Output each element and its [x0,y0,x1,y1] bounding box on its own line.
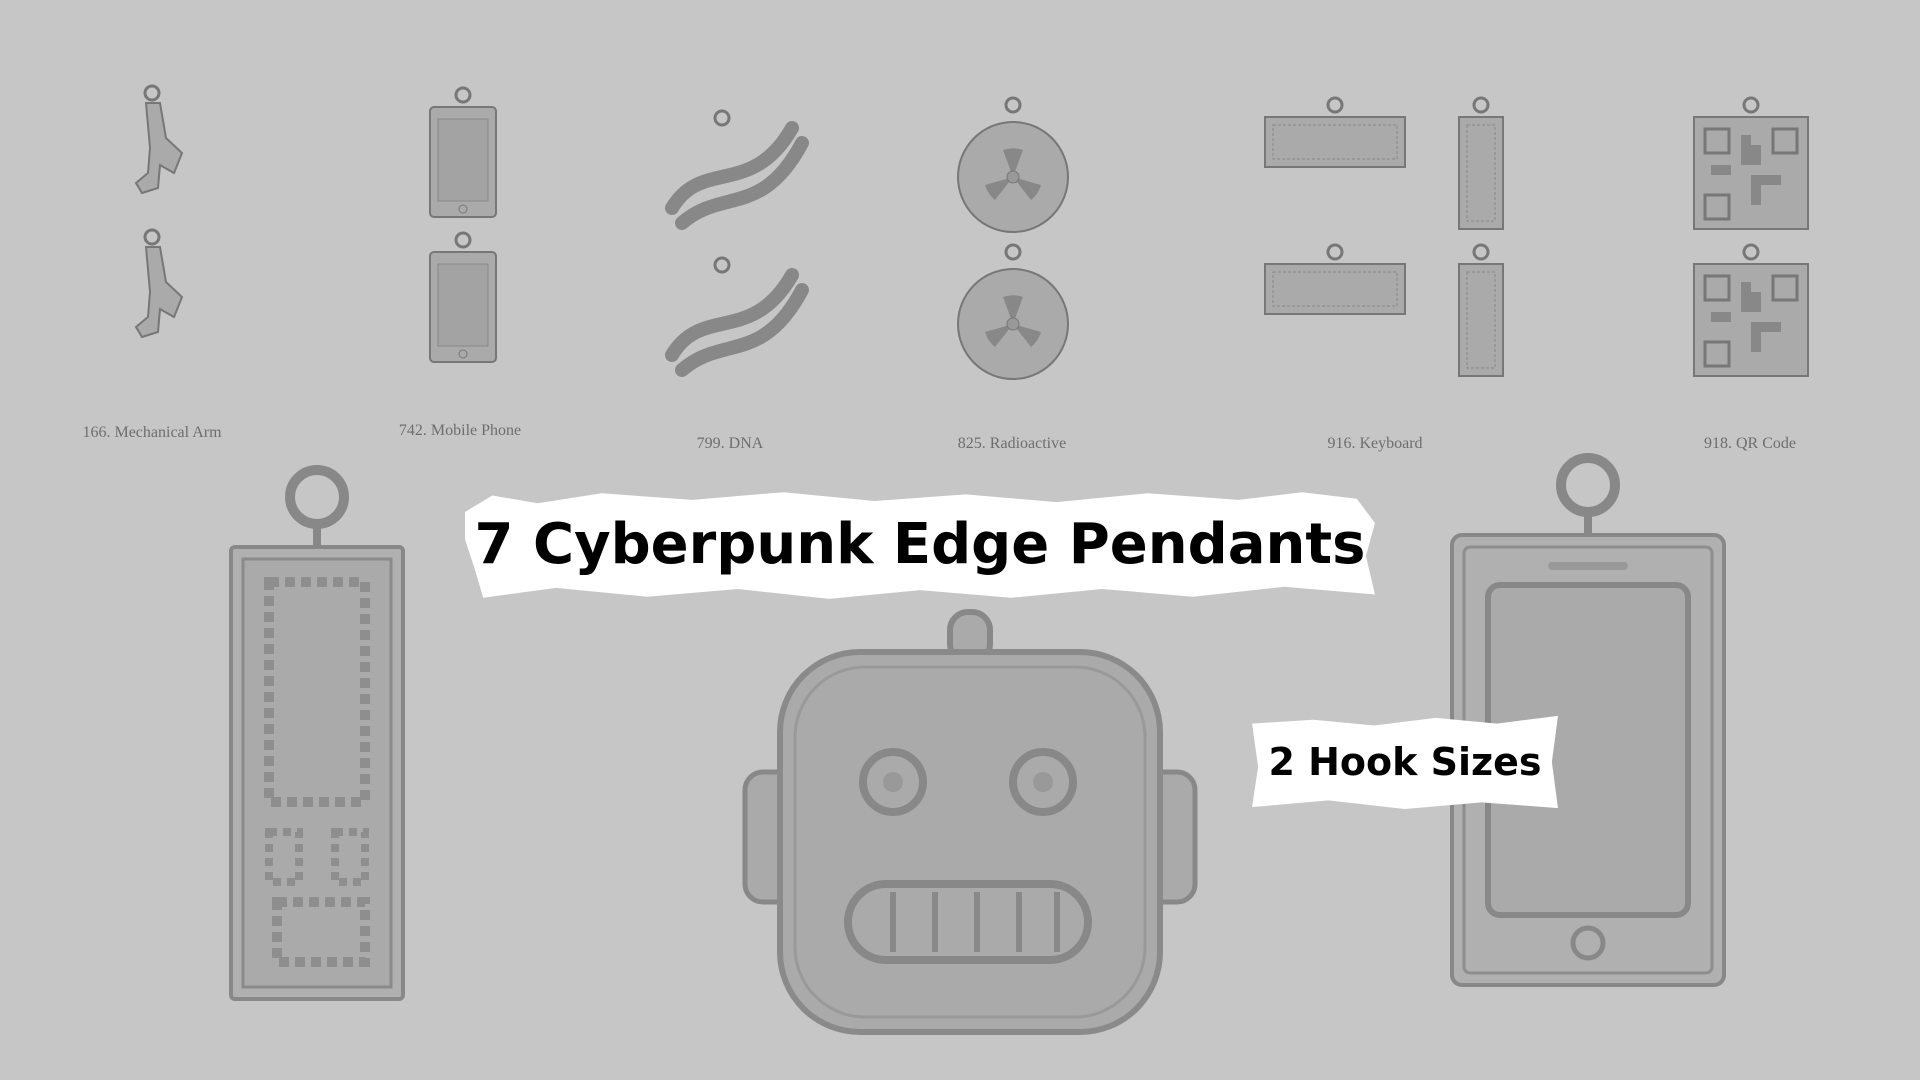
robot-pendant [742,609,1198,1035]
hook-sizes-badge: 2 Hook Sizes [1252,715,1558,810]
keyboard-pendant-large [229,465,405,1001]
catalog-label: 918. QR Code [1704,435,1796,452]
page-title: 7 Cyberpunk Edge Pendants [465,492,1375,599]
catalog-label: 742. Mobile Phone [398,422,522,439]
pendant-thumbnails [134,84,1810,381]
catalog-label: 825. Radioactive [957,435,1067,452]
phone-pendant-large [1450,453,1726,987]
catalog-label: 799. DNA [696,435,764,452]
catalog-label: 166. Mechanical Arm [82,424,222,441]
catalog-label: 916. Keyboard [1327,435,1423,452]
